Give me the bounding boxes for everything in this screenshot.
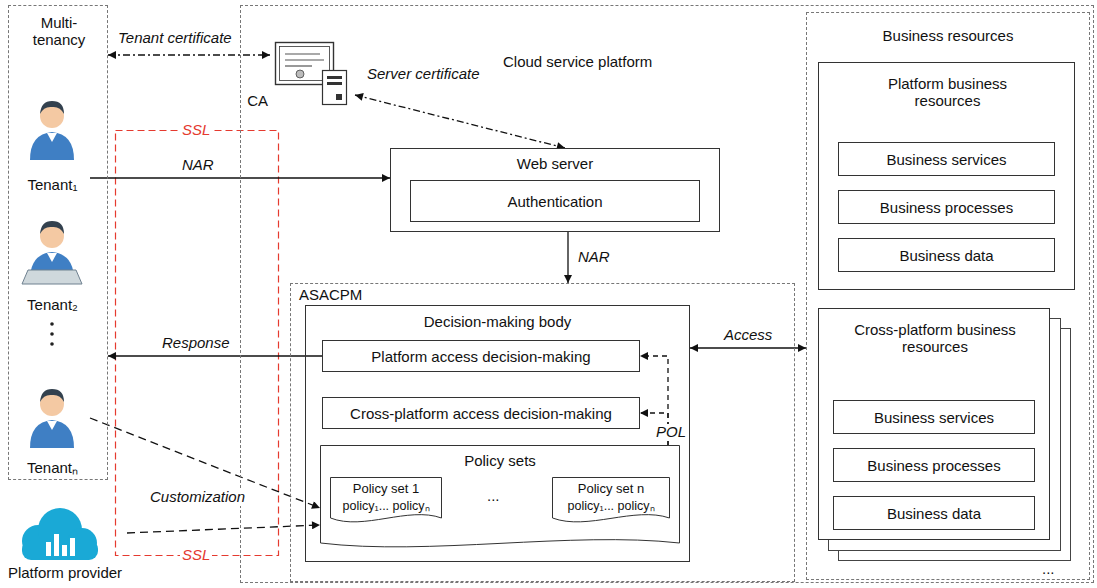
node-label: Business data bbox=[834, 505, 1034, 522]
resource-item: Business data bbox=[833, 496, 1035, 530]
node-label: Policy set n bbox=[552, 482, 670, 497]
edge-label: Server certificate bbox=[365, 66, 482, 83]
resource-item: Business services bbox=[833, 400, 1035, 434]
module-boundary: ASACPM Decision-making bodyPlatform acces… bbox=[290, 283, 795, 582]
server-box: Web serverAuthentication bbox=[390, 148, 720, 232]
node-label: Business processes bbox=[839, 199, 1054, 216]
node-label: Policy sets bbox=[320, 452, 680, 469]
document-shape bbox=[331, 478, 442, 522]
resource-item: Business processes bbox=[838, 190, 1055, 224]
resource-item: Business data bbox=[838, 238, 1055, 272]
connector bbox=[567, 232, 568, 283]
tenant-icon bbox=[30, 389, 74, 448]
tenant-figure: Tenant₂ bbox=[15, 215, 90, 315]
policy-document: Policy set n policy₁... policyₙ bbox=[552, 477, 670, 527]
process-box: Platform access decision-making bbox=[322, 340, 640, 372]
resource-item: Business services bbox=[838, 142, 1055, 176]
edge-label: POL bbox=[654, 424, 688, 441]
server-icon bbox=[323, 71, 347, 105]
node-label: CA bbox=[245, 92, 268, 109]
authority-figure: CA bbox=[270, 38, 355, 108]
edge-label: Response bbox=[160, 335, 232, 352]
node-label: Web server bbox=[391, 155, 719, 172]
node-label: Tenant₁ bbox=[15, 176, 90, 193]
connector bbox=[127, 525, 320, 533]
node-label: Authentication bbox=[411, 193, 699, 210]
node-label: Business processes bbox=[834, 457, 1034, 474]
edge-label: NAR bbox=[180, 157, 216, 174]
node-label: ASACPM bbox=[299, 286, 419, 303]
node-subtext: policy₁... policyₙ bbox=[330, 499, 442, 513]
decision-body: Decision-making bodyPlatform access deci… bbox=[305, 305, 690, 562]
tenant-figure: Tenant₁ bbox=[15, 95, 90, 195]
edge-label: Customization bbox=[148, 489, 247, 506]
connector bbox=[108, 54, 270, 55]
node-label: Business data bbox=[839, 247, 1054, 264]
connector bbox=[355, 95, 565, 148]
tenant-icon bbox=[30, 101, 74, 160]
node-label: Policy set 1 bbox=[330, 482, 442, 497]
node-label: Business resources bbox=[807, 27, 1089, 44]
resource-box: Platform business resourcesBusiness serv… bbox=[818, 62, 1075, 290]
cloud-icon bbox=[22, 508, 98, 560]
node-label: Multi-tenancy bbox=[23, 14, 95, 49]
edge-label: Access bbox=[722, 327, 774, 344]
process-box: Cross-platform access decision-making bbox=[322, 397, 640, 429]
edge-label: Tenant certificate bbox=[116, 30, 234, 47]
protocol-label: SSL bbox=[180, 547, 212, 564]
node-label: Platform provider bbox=[3, 564, 127, 581]
node-label: Tenant₂ bbox=[15, 296, 90, 313]
connector bbox=[90, 418, 320, 508]
process-box: Authentication bbox=[410, 180, 700, 222]
platform-boundary: Cloud service platformCAWeb serverAuthen… bbox=[240, 5, 1094, 583]
resource-box: Cross-platform business resourcesBusines… bbox=[818, 308, 1050, 540]
edge-label: NAR bbox=[576, 249, 612, 266]
node-label: Cloud service platform bbox=[503, 53, 723, 70]
resource-group: Business resourcesPlatform business reso… bbox=[806, 12, 1090, 580]
secure-channel-box bbox=[116, 131, 279, 556]
ellipsis-dots bbox=[50, 322, 54, 346]
node-label: Tenantₙ bbox=[15, 459, 90, 476]
tenant-group: Multi-tenancyTenant₁ Tenant₂ Tenantₙ bbox=[8, 5, 108, 480]
document-shape bbox=[321, 446, 680, 547]
node-label: Platform access decision-making bbox=[323, 348, 639, 365]
ellipsis: ... bbox=[1040, 561, 1057, 578]
document-shape bbox=[553, 478, 670, 522]
tenant-figure: Tenantₙ bbox=[15, 383, 90, 478]
protocol-label: SSL bbox=[180, 122, 212, 139]
node-label: Cross-platform access decision-making bbox=[323, 405, 639, 422]
ellipsis: ... bbox=[485, 488, 502, 505]
node-label: Decision-making body bbox=[306, 313, 689, 330]
resource-item: Business processes bbox=[833, 448, 1035, 482]
connector bbox=[690, 347, 806, 348]
policy-document: Policy set 1 policy₁... policyₙ bbox=[330, 477, 442, 527]
node-label: Cross-platform business resources bbox=[845, 321, 1025, 356]
node-label: Business services bbox=[834, 409, 1034, 426]
node-subtext: policy₁... policyₙ bbox=[552, 499, 670, 513]
node-label: Platform business resources bbox=[857, 75, 1038, 110]
laptop-icon bbox=[22, 270, 82, 284]
provider-figure: Platform provider bbox=[3, 503, 127, 583]
node-label: Business services bbox=[839, 151, 1054, 168]
